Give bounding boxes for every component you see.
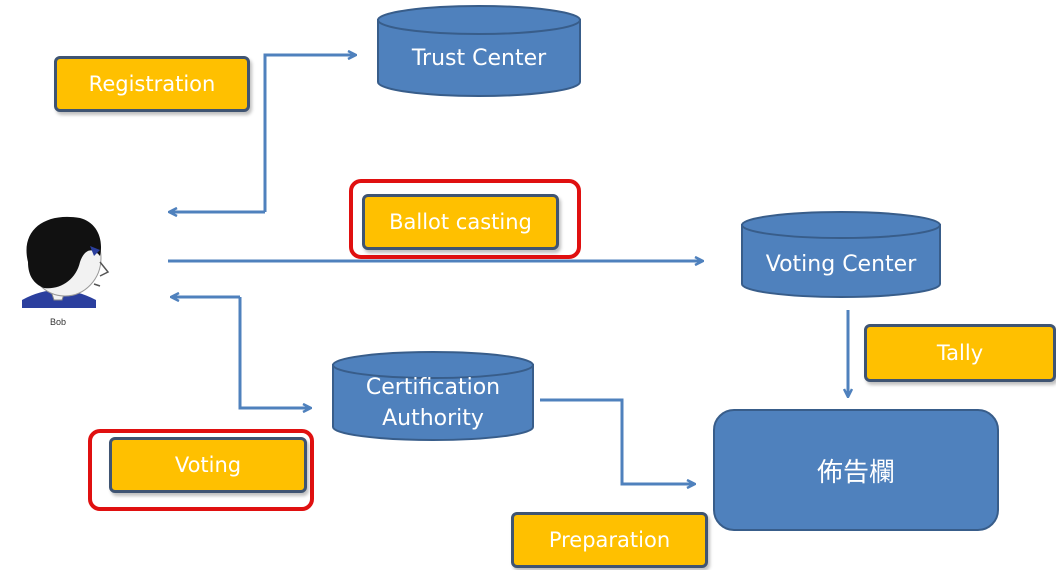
preparation-tag: Preparation (511, 512, 708, 568)
voting-center-cylinder (741, 211, 941, 298)
tally-tag: Tally (864, 324, 1056, 382)
certification-authority-cylinder (332, 351, 534, 441)
trust-center-cylinder (377, 5, 581, 97)
certification-authority-line2: Authority (382, 406, 484, 431)
bulletin-board-label: 佈告欄 (816, 457, 895, 488)
bob-avatar (22, 216, 110, 308)
ballot-casting-tag: Ballot casting (362, 194, 559, 250)
certification-authority-label: Certification Authority (333, 370, 533, 436)
registration-arrow (170, 55, 355, 212)
voting-center-label: Voting Center (765, 251, 917, 277)
voting-arrow (172, 297, 310, 408)
bulletin-board-box (713, 409, 999, 531)
voting-highlight (88, 429, 314, 511)
trust-center-label: Trust Center (411, 45, 547, 71)
actor-name: Bob (50, 317, 66, 327)
voting-tag: Voting (109, 437, 307, 493)
certification-authority-line1: Certification (365, 375, 501, 400)
registration-tag: Registration (54, 56, 250, 112)
ballot-casting-highlight (349, 179, 581, 259)
preparation-arrow (540, 398, 694, 484)
